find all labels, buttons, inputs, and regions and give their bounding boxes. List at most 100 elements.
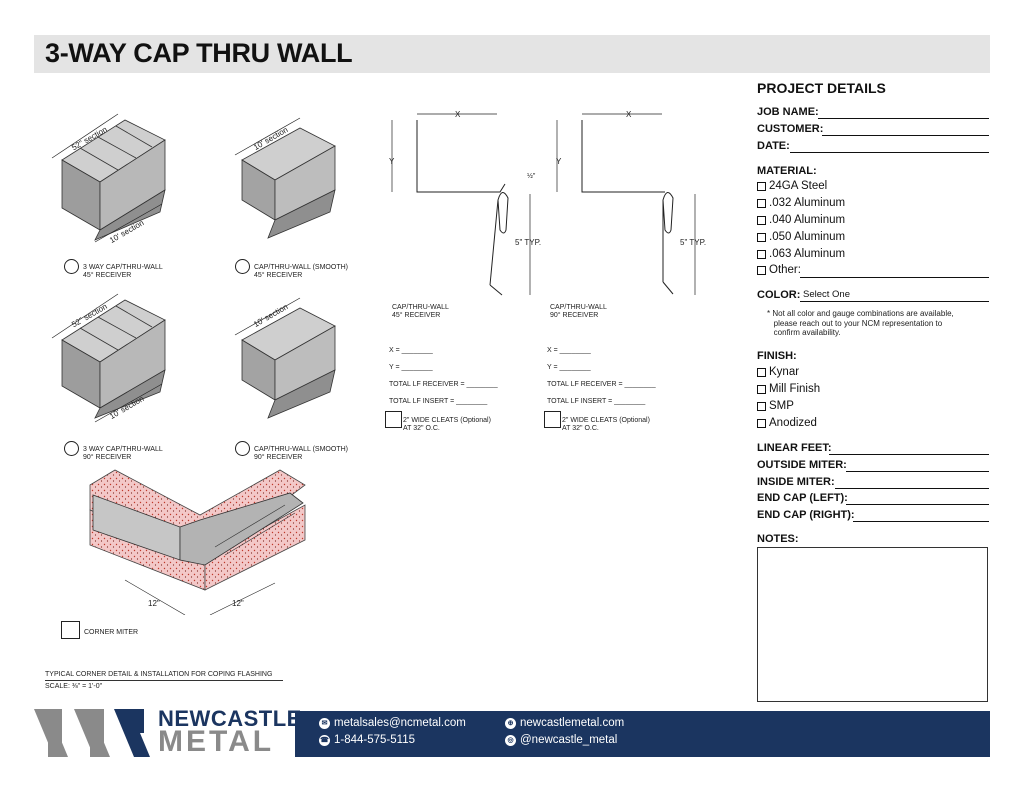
material-option-050-aluminum[interactable]: .050 Aluminum — [757, 231, 845, 243]
notes-textarea[interactable] — [757, 547, 988, 702]
end-cap-left-field[interactable] — [846, 504, 989, 505]
profile90-caption: CAP/THRU-WALL 90° RECEIVER — [550, 304, 607, 319]
outside-miter-field[interactable] — [846, 471, 989, 472]
iso1-label: 3 WAY CAP/THRU-WALL 45° RECEIVER — [83, 264, 163, 279]
finish-option-smp[interactable]: SMP — [757, 400, 794, 412]
profile90-cleats-label: 2" WIDE CLEATS (Optional) AT 32" O.C. — [562, 417, 650, 432]
brand-name-line1: NEWCASTLE — [158, 706, 302, 731]
profile90-typ: 5" TYP. — [680, 238, 707, 247]
material-option-032-aluminum[interactable]: .032 Aluminum — [757, 197, 845, 209]
profile45-x-field[interactable]: X = ________ — [389, 347, 433, 354]
material-other-field[interactable] — [800, 277, 989, 278]
inside-miter-field[interactable] — [835, 488, 989, 489]
footer-instagram[interactable]: ◎@newcastle_metal — [505, 734, 617, 746]
profile90-y-label: Y — [556, 157, 562, 166]
detail-divider — [45, 680, 283, 681]
customer-label: CUSTOMER: — [757, 123, 824, 135]
footer-website[interactable]: ⊕newcastlemetal.com — [505, 717, 624, 729]
linear-feet-field[interactable] — [829, 454, 989, 455]
project-details-heading: PROJECT DETAILS — [757, 80, 886, 96]
material-option-063-aluminum[interactable]: .063 Aluminum — [757, 248, 845, 260]
newcastle-logo-mark-icon — [34, 709, 150, 757]
finish-option-kynar[interactable]: Kynar — [757, 366, 799, 378]
iso3-label: 3 WAY CAP/THRU-WALL 90° RECEIVER — [83, 446, 163, 461]
footer-email[interactable]: ✉metalsales@ncmetal.com — [319, 717, 466, 729]
iso-smooth-90-drawing — [234, 297, 336, 419]
profile90-y-field[interactable]: Y = ________ — [547, 364, 591, 371]
corner-dim-right: 12" — [232, 599, 244, 608]
profile-drawings — [391, 113, 696, 296]
isometric-drawings — [51, 113, 336, 423]
detail-caption: TYPICAL CORNER DETAIL & INSTALLATION FOR… — [45, 671, 273, 678]
profile90-x-label: X — [626, 110, 632, 119]
iso2-select-radio[interactable] — [235, 259, 250, 274]
job-name-field[interactable] — [818, 118, 989, 119]
profile90-total-receiver[interactable]: TOTAL LF RECEIVER = ________ — [547, 381, 656, 388]
corner-miter-drawing — [89, 469, 306, 615]
checkbox-icon[interactable] — [757, 232, 766, 242]
end-cap-left-label: END CAP (LEFT): — [757, 492, 848, 504]
corner-miter-checkbox[interactable] — [61, 621, 80, 639]
date-label: DATE: — [757, 140, 790, 152]
profile90-total-insert[interactable]: TOTAL LF INSERT = ________ — [547, 398, 646, 405]
iso-3way-45-drawing — [51, 113, 166, 243]
profile90-cleats-checkbox[interactable] — [544, 411, 561, 428]
iso-3way-90-drawing — [51, 293, 166, 423]
notes-label: NOTES: — [757, 533, 799, 545]
iso4-label: CAP/THRU-WALL (SMOOTH) 90° RECEIVER — [254, 446, 348, 461]
customer-field[interactable] — [822, 135, 989, 136]
phone-icon: ☎ — [319, 734, 330, 746]
checkbox-icon[interactable] — [757, 249, 766, 259]
checkbox-icon[interactable] — [757, 401, 766, 411]
finish-heading: FINISH: — [757, 350, 797, 362]
globe-icon: ⊕ — [505, 717, 516, 729]
checkbox-icon[interactable] — [757, 215, 766, 225]
profile45-total-insert[interactable]: TOTAL LF INSERT = ________ — [389, 398, 488, 405]
checkbox-icon[interactable] — [757, 265, 766, 275]
color-label: COLOR: — [757, 289, 801, 301]
date-field[interactable] — [790, 152, 989, 153]
iso2-label: CAP/THRU-WALL (SMOOTH) 45° RECEIVER — [254, 264, 348, 279]
checkbox-icon[interactable] — [757, 384, 766, 394]
iso4-select-radio[interactable] — [235, 441, 250, 456]
profile-45-drawing — [391, 113, 531, 296]
profile45-caption: CAP/THRU-WALL 45° RECEIVER — [392, 304, 449, 319]
material-heading: MATERIAL: — [757, 165, 817, 177]
corner-miter-label: CORNER MITER — [84, 629, 139, 636]
checkbox-icon[interactable] — [757, 418, 766, 428]
profile45-total-receiver[interactable]: TOTAL LF RECEIVER = ________ — [389, 381, 498, 388]
footer-contact-band — [295, 711, 990, 757]
color-availability-note: * Not all color and gauge combinations a… — [767, 309, 954, 337]
profile45-typ: 5" TYP. — [515, 238, 542, 247]
material-option-other[interactable]: Other: — [757, 264, 801, 276]
detail-scale: SCALE: ⅜" = 1'-0" — [45, 683, 103, 690]
checkbox-icon[interactable] — [757, 181, 766, 191]
title-bar — [34, 35, 990, 73]
profile45-cleats-checkbox[interactable] — [385, 411, 402, 428]
finish-option-anodized[interactable]: Anodized — [757, 417, 817, 429]
iso3-select-radio[interactable] — [64, 441, 79, 456]
material-option-24ga-steel[interactable]: 24GA Steel — [757, 180, 827, 192]
end-cap-right-label: END CAP (RIGHT): — [757, 509, 855, 521]
profile45-y-field[interactable]: Y = ________ — [389, 364, 433, 371]
end-cap-right-field[interactable] — [853, 521, 989, 522]
checkbox-icon[interactable] — [757, 367, 766, 377]
instagram-icon: ◎ — [505, 734, 516, 746]
profile-90-drawing — [556, 113, 696, 295]
color-select-underline — [800, 301, 989, 302]
inside-miter-label: INSIDE MITER: — [757, 476, 835, 488]
iso-smooth-45-drawing — [234, 117, 336, 239]
iso1-select-radio[interactable] — [64, 259, 79, 274]
outside-miter-label: OUTSIDE MITER: — [757, 459, 847, 471]
checkbox-icon[interactable] — [757, 198, 766, 208]
page-title: 3-WAY CAP THRU WALL — [45, 38, 353, 68]
color-select[interactable]: Select One — [803, 289, 850, 300]
footer-phone[interactable]: ☎1-844-575-5115 — [319, 734, 415, 746]
corner-dim-left: 12" — [148, 599, 160, 608]
finish-option-mill[interactable]: Mill Finish — [757, 383, 820, 395]
profile45-half: ½" — [527, 173, 536, 180]
material-option-040-aluminum[interactable]: .040 Aluminum — [757, 214, 845, 226]
profile90-x-field[interactable]: X = ________ — [547, 347, 591, 354]
profile45-y-label: Y — [389, 157, 395, 166]
email-icon: ✉ — [319, 717, 330, 729]
